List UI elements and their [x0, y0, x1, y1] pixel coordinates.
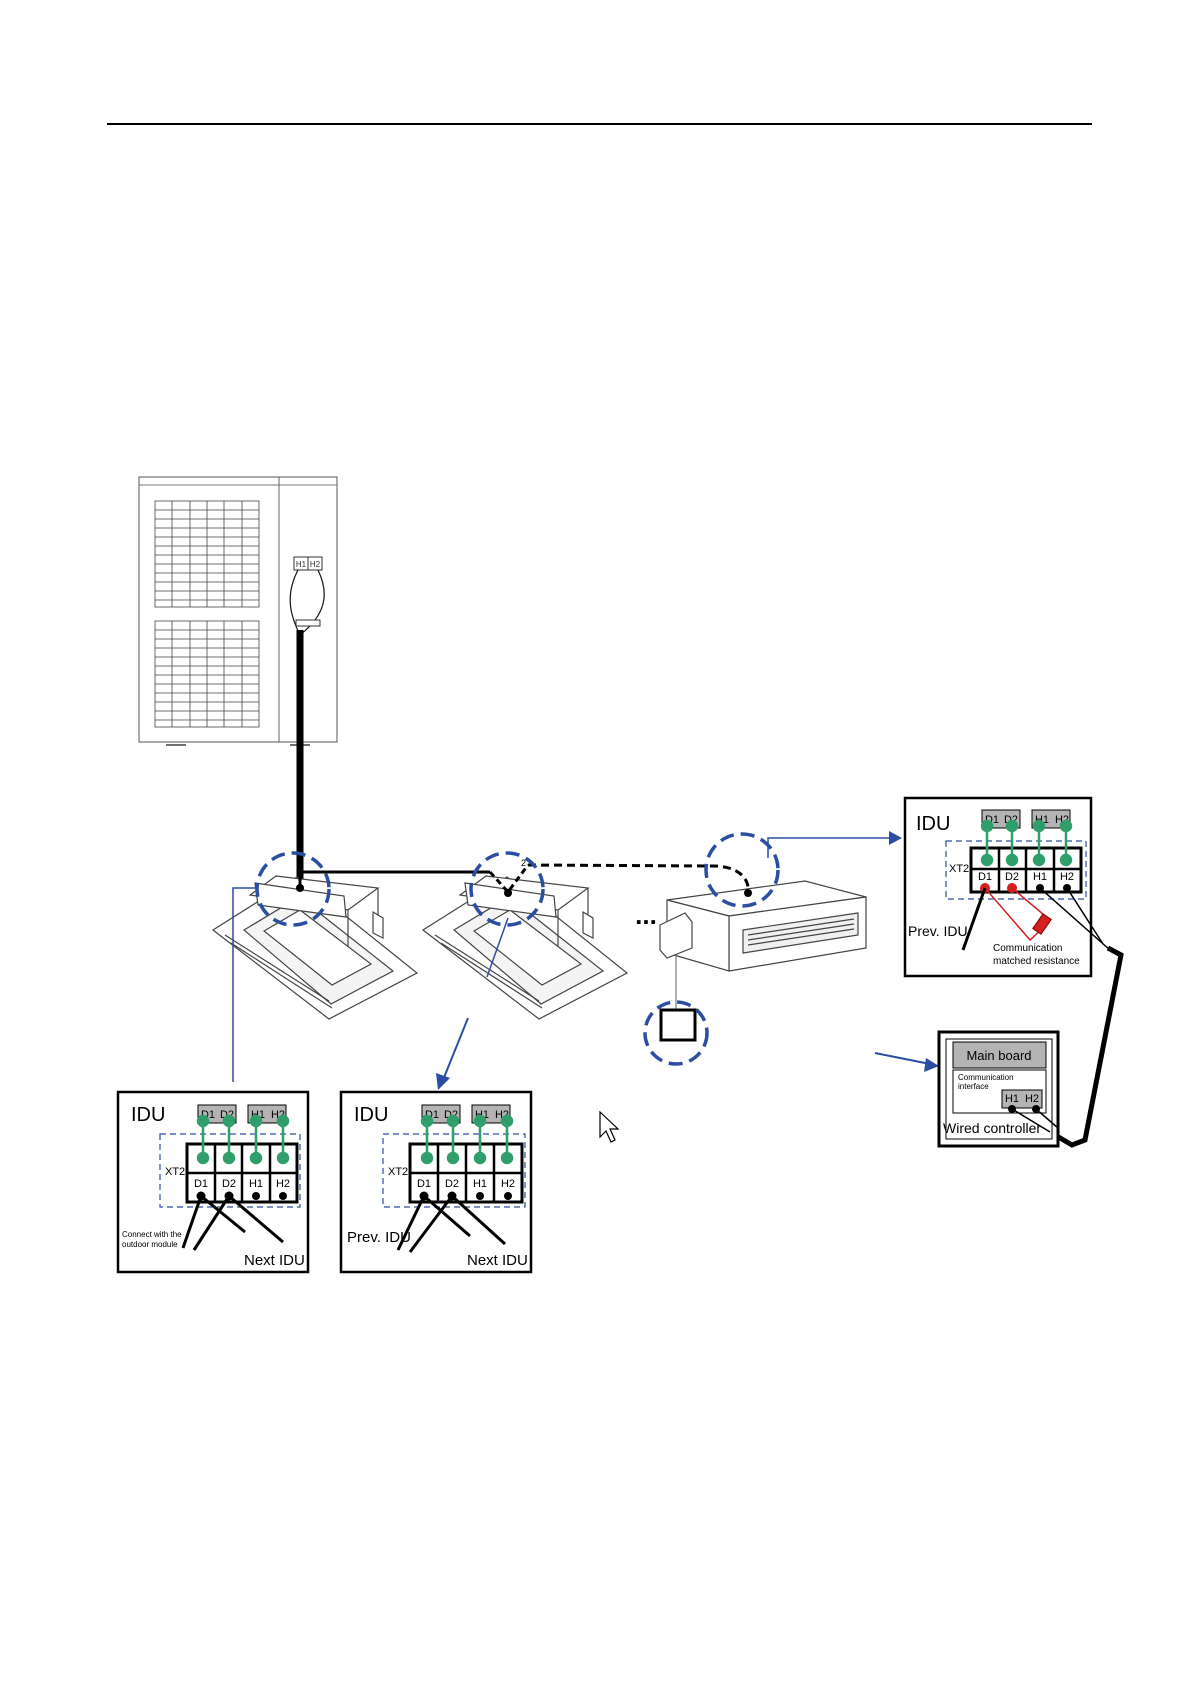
idu-first-strip-h1: H1 [249, 1178, 263, 1190]
cassette-unit-2 [423, 876, 627, 1019]
outdoor-terminal-h1: H1 [296, 560, 307, 569]
idu-last-resistor-note-line1: Communication [993, 943, 1062, 954]
main-board-label: Main board [966, 1048, 1031, 1063]
idu-middle-strip-h2: H2 [501, 1178, 515, 1190]
idu-middle-left-note: Prev. IDU [347, 1229, 411, 1246]
outdoor-unit: H1 H2 [139, 477, 337, 745]
idu-middle-title: IDU [354, 1104, 388, 1126]
idu-panel-last: IDU D1 D2 H1 H2 XT2 D1 D2 H1 H2 [905, 798, 1110, 976]
idu-first-title: IDU [131, 1104, 165, 1126]
callout-arrow-controller [875, 1053, 930, 1064]
idu-panel-first: IDU D1 D2 H1 H2 XT2 D1 D2 H1 H2 Connect [118, 1092, 308, 1272]
idu-first-right-note: Next IDU [244, 1252, 305, 1269]
arrowhead-duct [889, 831, 902, 845]
idu-last-strip-d2: D2 [1005, 871, 1019, 883]
idu-last-strip-d1: D1 [978, 871, 992, 883]
mouse-cursor-icon [600, 1112, 618, 1142]
idu-middle-strip-d1: D1 [417, 1178, 431, 1190]
idu-first-strip-d1: D1 [194, 1178, 208, 1190]
idu-last-strip-label: XT2 [949, 863, 969, 875]
arrowhead-controller [924, 1058, 939, 1072]
outdoor-terminal-block: H1 H2 [294, 557, 322, 570]
wired-controller-label: Wired controller [943, 1120, 1041, 1136]
wired-controller-icon [661, 1010, 695, 1040]
outdoor-terminal-h2: H2 [310, 560, 321, 569]
controller-cable [1050, 948, 1121, 1145]
communication-interface-line2: interface [958, 1082, 989, 1091]
idu-first-left-note-line1: Connect with the [122, 1230, 182, 1239]
wired-controller-panel: Main board Communication interface H1 H2… [939, 1032, 1058, 1146]
ellipsis: ... [635, 900, 657, 930]
controller-terminal-h1: H1 [1005, 1093, 1019, 1105]
idu-middle-strip-h1: H1 [473, 1178, 487, 1190]
idu-last-strip-h1: H1 [1033, 871, 1047, 883]
callout-line-duct [768, 838, 893, 858]
controller-terminal-h2: H2 [1025, 1093, 1039, 1105]
idu-first-strip-h2: H2 [276, 1178, 290, 1190]
communication-interface-line1: Communication [958, 1073, 1014, 1082]
idu-first-left-note-line2: outdoor module [122, 1240, 178, 1249]
idu-last-strip-h2: H2 [1060, 871, 1074, 883]
idu-middle-right-note: Next IDU [467, 1252, 528, 1269]
cassette-unit-1 [213, 876, 417, 1019]
idu-middle-strip-d2: D2 [445, 1178, 459, 1190]
callout-arrow-idu2 [443, 1018, 468, 1080]
idu-panel-middle: IDU D1 D2 H1 H2 XT2 D1 D2 H1 H2 Prev. I [341, 1092, 531, 1272]
idu-first-strip-d2: D2 [222, 1178, 236, 1190]
arrowhead-idu2 [436, 1073, 450, 1090]
idu-last-title: IDU [916, 813, 950, 835]
idu-last-resistor-note-line2: matched resistance [993, 956, 1080, 967]
idu-middle-strip-label: XT2 [388, 1166, 408, 1178]
idu-last-left-note: Prev. IDU [908, 923, 968, 939]
idu-first-strip-label: XT2 [165, 1166, 185, 1178]
